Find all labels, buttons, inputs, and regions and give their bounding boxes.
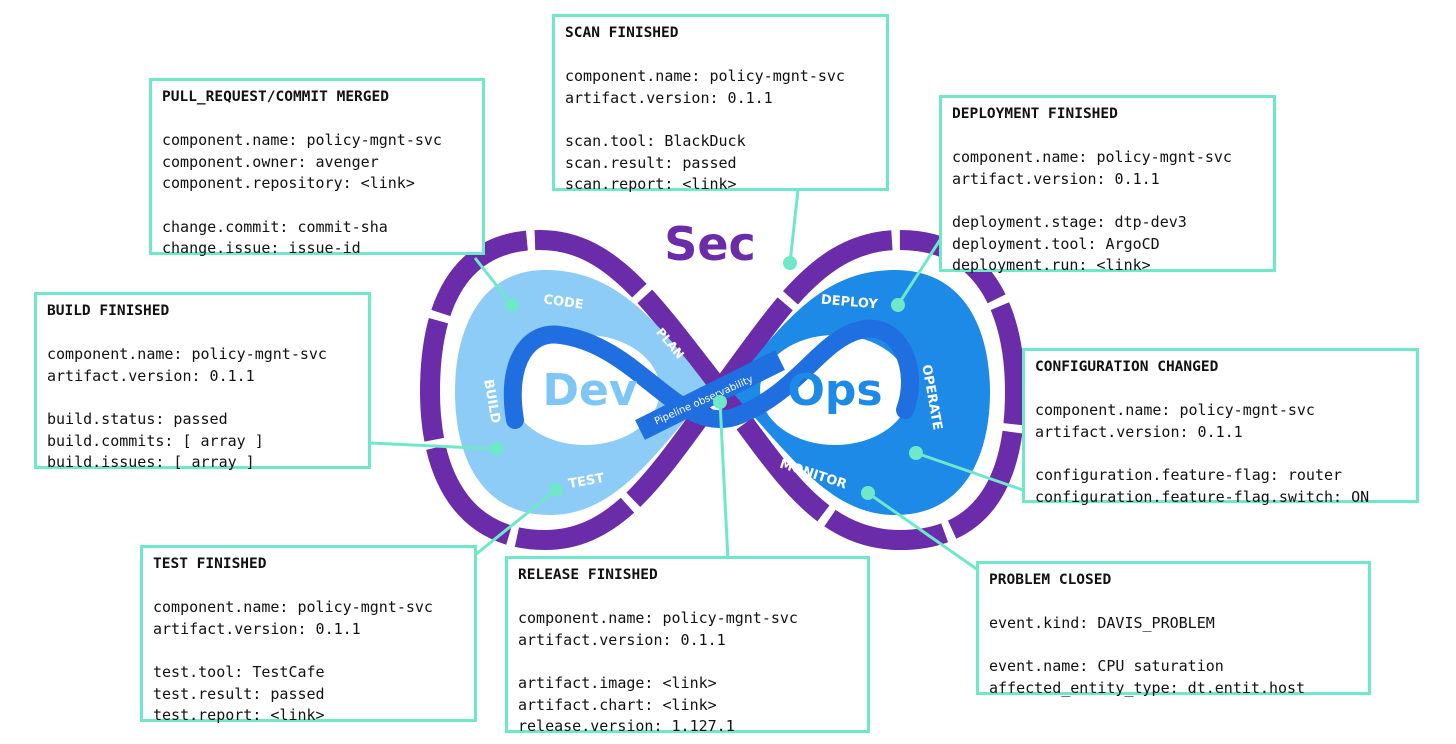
event-title: PROBLEM CLOSED [989,572,1112,588]
connector-dot-build [490,442,504,456]
segment-test: TEST [567,471,605,492]
event-line: release.version: 1.127.1 [518,717,735,736]
event-line: test.report: <link> [153,706,325,725]
connector-dot-operate [909,446,923,460]
event-deployment: DEPLOYMENT FINISHED component.name: poli… [939,95,1276,274]
event-line: component.repository: <link> [162,174,415,193]
event-line: artifact.version: 0.1.1 [47,366,255,385]
event-line: artifact.version: 0.1.1 [518,630,726,649]
ops-label: Ops [787,365,882,416]
event-title: RELEASE FINISHED [518,567,658,583]
event-configuration: CONFIGURATION CHANGED component.name: po… [1022,348,1419,506]
event-line: artifact.version: 0.1.1 [1035,422,1243,441]
event-line: deployment.tool: ArgoCD [952,234,1160,253]
event-line: component.name: policy-mgnt-svc [47,345,327,364]
connector-dot-code [505,298,519,312]
connector-dot-release [713,395,727,409]
event-title: DEPLOYMENT FINISHED [952,106,1118,122]
event-problem: PROBLEM CLOSED event.kind: DAVIS_PROBLEM… [976,561,1371,697]
event-line: affected_entity_type: dt.entit.host [989,678,1306,697]
connector-dot-monitor [861,486,875,500]
event-line: test.tool: TestCafe [153,662,325,681]
event-title: BUILD FINISHED [47,303,170,319]
event-line: deployment.stage: dtp-dev3 [952,212,1187,231]
event-release: RELEASE FINISHED component.name: policy-… [505,556,870,735]
connector-dot-deploy [891,298,905,312]
event-line: test.result: passed [153,684,325,703]
event-line: component.owner: avenger [162,152,379,171]
event-line: build.commits: [ array ] [47,431,264,450]
event-line: artifact.image: <link> [518,673,717,692]
event-line: change.commit: commit-sha [162,217,388,236]
dev-label: Dev [542,365,637,416]
event-line: artifact.version: 0.1.1 [565,88,773,107]
event-build: BUILD FINISHED component.name: policy-mg… [34,292,371,471]
event-line: configuration.feature-flag: router [1035,465,1343,484]
connector-dots [490,256,923,500]
event-scan: SCAN FINISHED component.name: policy-mgn… [552,14,889,193]
connector-dot-scan [783,256,797,270]
event-test: TEST FINISHED component.name: policy-mgn… [140,545,477,724]
event-line: scan.tool: BlackDuck [565,131,746,150]
event-line: build.issues: [ array ] [47,453,255,472]
event-line: artifact.chart: <link> [518,695,717,714]
event-line: event.kind: DAVIS_PROBLEM [989,614,1215,633]
event-line: build.status: passed [47,409,228,428]
pipeline-band-center [635,350,785,440]
event-line: change.issue: issue-id [162,239,361,258]
event-line: artifact.version: 0.1.1 [952,169,1160,188]
event-pull-request: PULL_REQUEST/COMMIT MERGED component.nam… [149,78,485,257]
event-line: configuration.feature-flag.switch: ON [1035,487,1370,506]
event-line: artifact.version: 0.1.1 [153,619,361,638]
event-title: PULL_REQUEST/COMMIT MERGED [162,89,389,105]
ops-hole [760,335,910,445]
event-line: component.name: policy-mgnt-svc [162,131,442,150]
event-line: component.name: policy-mgnt-svc [952,148,1232,167]
sec-label: Sec [664,217,756,271]
event-line: event.name: CPU saturation [989,657,1224,676]
event-line: deployment.run: <link> [952,256,1151,275]
event-line: component.name: policy-mgnt-svc [565,67,845,86]
segment-code: CODE [543,292,585,312]
event-title: CONFIGURATION CHANGED [1035,359,1219,375]
event-line: scan.result: passed [565,153,737,172]
event-line: scan.report: <link> [565,175,737,194]
pipeline-band [503,319,919,429]
event-line: component.name: policy-mgnt-svc [1035,401,1315,420]
event-title: SCAN FINISHED [565,25,679,41]
event-title: TEST FINISHED [153,556,267,572]
connector-dot-test [549,483,563,497]
segment-deploy: DEPLOY [820,293,879,313]
event-line: component.name: policy-mgnt-svc [518,609,798,628]
event-line: component.name: policy-mgnt-svc [153,598,433,617]
connectors [369,189,1024,572]
